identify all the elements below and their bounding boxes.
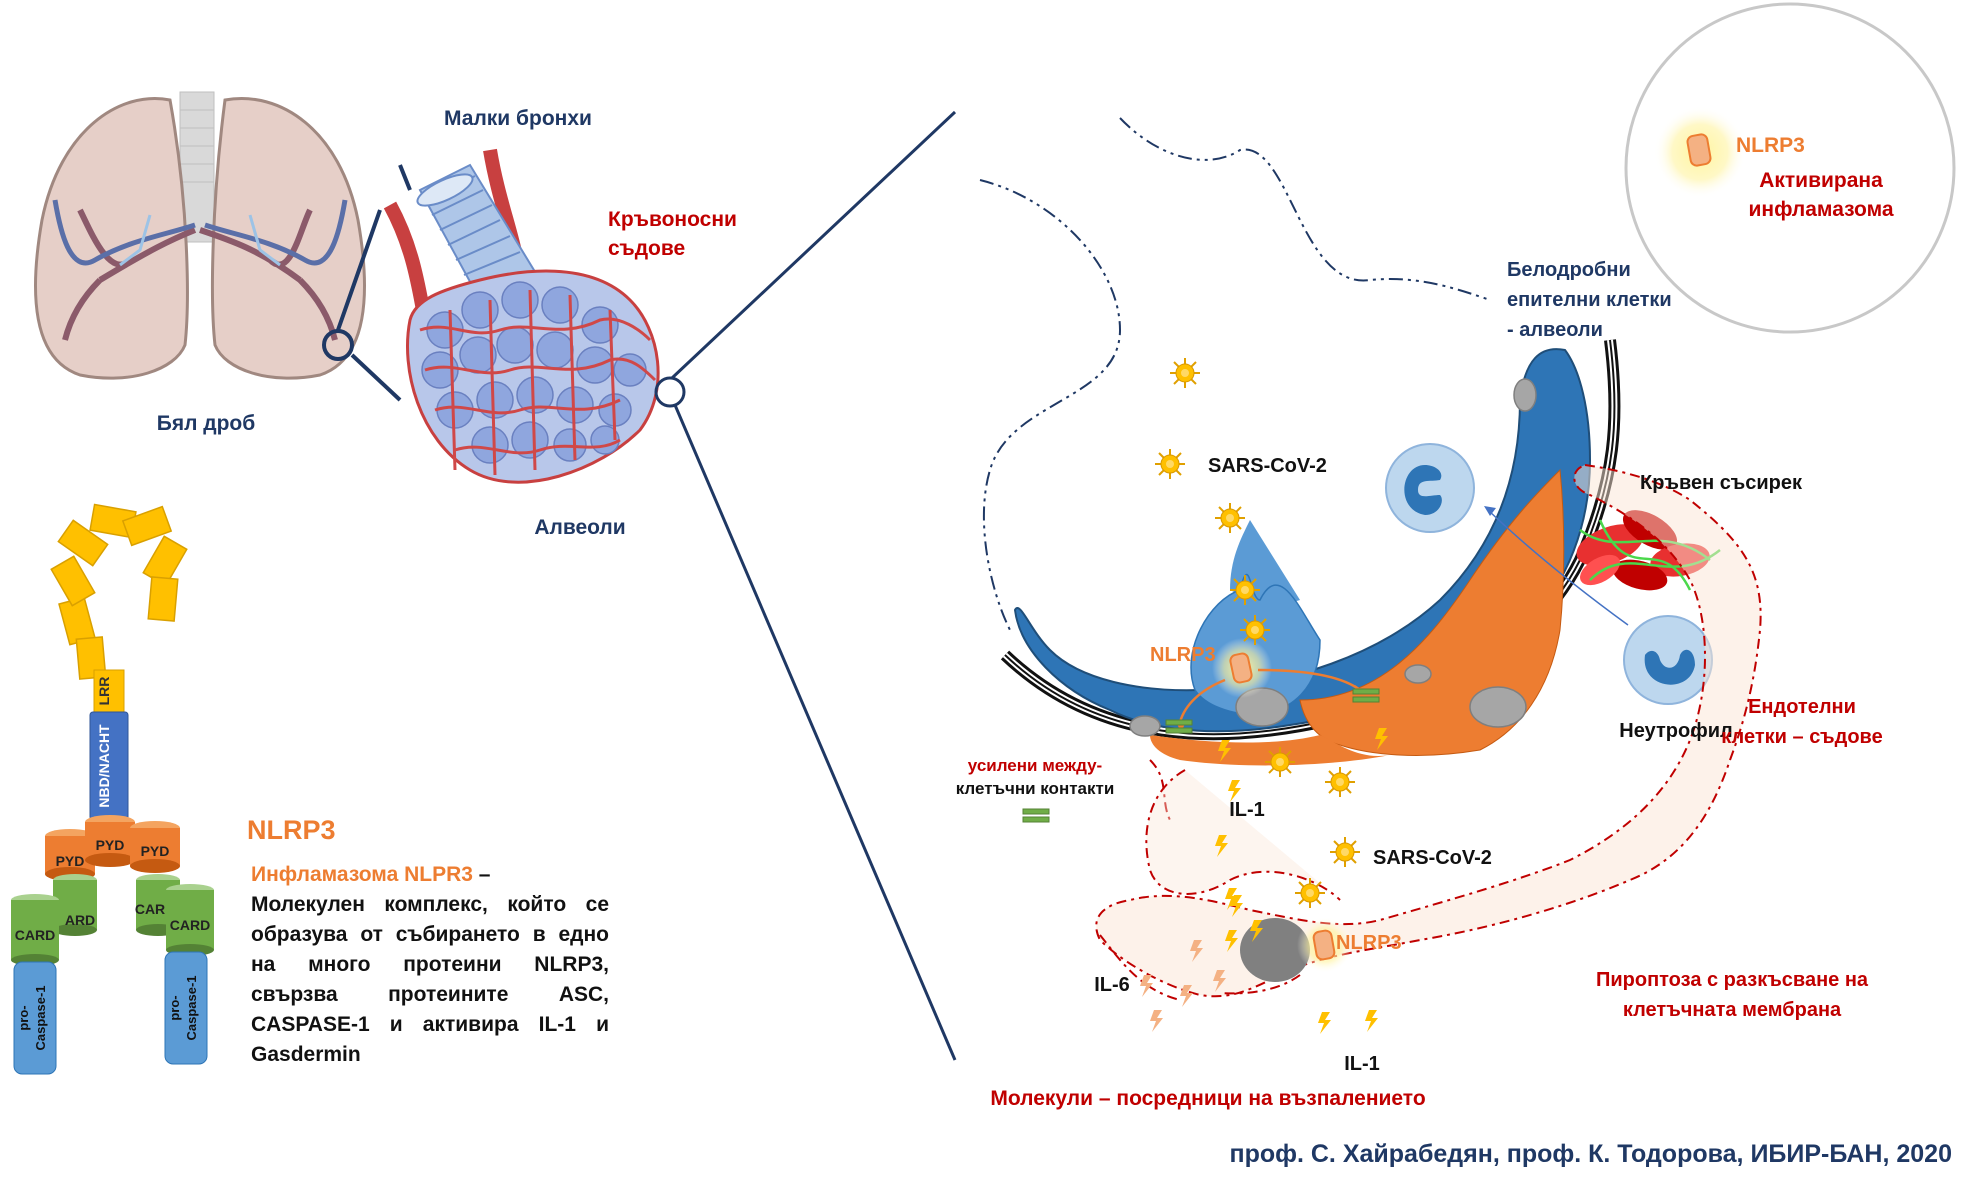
- procaspase-left-line1: pro-: [16, 1005, 31, 1030]
- nlrp3-protein-diagram: LRR NBD/NACHT PYD PYD PYD ARD CAR CARD C…: [11, 503, 214, 1075]
- ard-label: ARD: [65, 912, 95, 928]
- nlrp3-lower-label: NLRP3: [1336, 932, 1402, 954]
- lungs-illustration: [34, 91, 402, 402]
- legend-dash: –: [472, 863, 491, 886]
- il1-lower-label: IL-1: [1344, 1053, 1380, 1075]
- lung-label: Бял дроб: [157, 412, 256, 435]
- bronchi-label: Малки бронхи: [444, 107, 592, 130]
- neutrophil-lower: [1623, 615, 1713, 705]
- alveoli-illustration: [383, 110, 957, 1061]
- epithelial-label-line1: Белодробни: [1507, 259, 1631, 281]
- credits-label: проф. С. Хайрабедян, проф. К. Тодорова, …: [1229, 1140, 1952, 1168]
- pyd-label-right: PYD: [141, 843, 170, 859]
- procaspase-left-line2: Caspase-1: [33, 985, 48, 1050]
- endothelial-label-line2: клетки – съдове: [1721, 726, 1882, 748]
- pro-caspase-domains: [13, 951, 208, 1075]
- junction-contacts: [1022, 688, 1380, 823]
- epithelial-label-line2: епителни клетки: [1507, 289, 1672, 311]
- il1-upper-label: IL-1: [1229, 799, 1265, 821]
- legend-subtitle: Инфламазома NLPR3: [251, 863, 473, 886]
- legend-description: Инфламазома NLPR3 – Молекулен комплекс, …: [251, 860, 609, 1070]
- pyroptosis-label-line1: Пироптоза с разкъсване на: [1596, 969, 1869, 991]
- sars-label-lower: SARS-CoV-2: [1373, 847, 1492, 869]
- nlrp3-cell-glow: [1212, 638, 1272, 698]
- nbd-label: NBD/NACHT: [96, 724, 112, 808]
- vessels-label-line1: Кръвоносни: [608, 208, 737, 231]
- il6-label: IL-6: [1094, 974, 1130, 996]
- procaspase-right-line1: pro-: [167, 995, 182, 1020]
- nlrp3-cell-label: NLRP3: [1150, 644, 1216, 666]
- epithelial-label-line3: - алвеоли: [1507, 319, 1603, 341]
- pyroptosis-label-line2: клетъчната мембрана: [1623, 999, 1842, 1021]
- activated-inflammasome-line1: Активирана: [1759, 169, 1883, 192]
- contacts-label-line1: усилени между-: [968, 756, 1102, 775]
- pyd-label-left: PYD: [56, 853, 85, 869]
- legend-body: Молекулен комплекс, който се образува от…: [251, 893, 609, 1066]
- sars-label-upper: SARS-CoV-2: [1208, 455, 1327, 477]
- scene-labels: Бял дроб Малки бронхи Кръвоносни съдове …: [157, 107, 1952, 1168]
- endothelial-label-line1: Ендотелни: [1748, 696, 1856, 718]
- alveolar-scene: [979, 117, 1762, 1034]
- pyd-domains: [45, 815, 180, 881]
- lrr-label: LRR: [96, 677, 112, 706]
- card-label-left: CARD: [15, 927, 55, 943]
- contacts-label-line2: клетъчни контакти: [956, 779, 1115, 798]
- card-label-right: CARD: [170, 917, 210, 933]
- vessels-label-line2: съдове: [608, 237, 685, 260]
- legend-title: NLRP3: [247, 815, 336, 845]
- activated-inflammasome-line2: инфламазома: [1748, 198, 1893, 221]
- card-domains: [11, 874, 214, 966]
- car-label: CAR: [135, 901, 165, 917]
- activated-inflammasome-inset: [1624, 2, 1956, 334]
- mediators-label: Молекули – посредници на възпалението: [990, 1087, 1425, 1110]
- neutrophil-upper: [1385, 443, 1475, 533]
- activated-nlrp3-label: NLRP3: [1736, 134, 1805, 157]
- neutrophil-label: Неутрофил: [1619, 720, 1732, 742]
- alveoli-label: Алвеоли: [534, 516, 625, 539]
- procaspase-right-line2: Caspase-1: [184, 975, 199, 1040]
- pyd-label-center: PYD: [96, 837, 125, 853]
- clot-label: Кръвен съсирек: [1640, 472, 1803, 494]
